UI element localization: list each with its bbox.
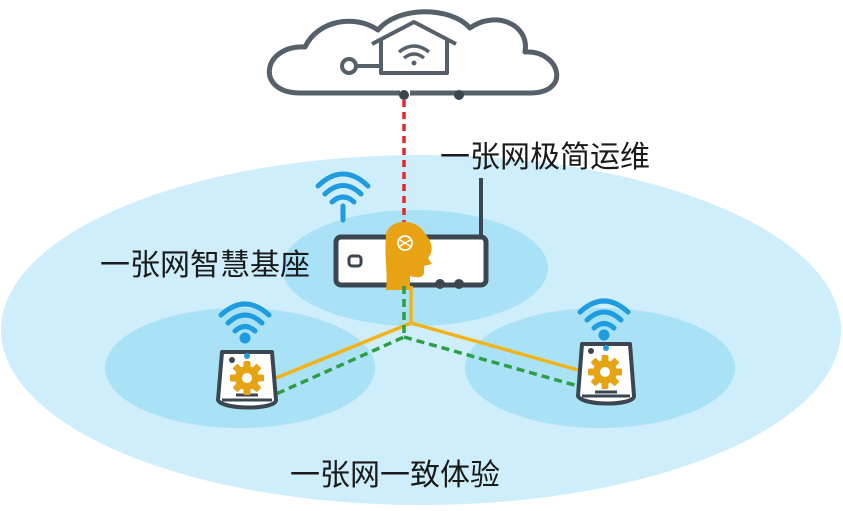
wifi-icon — [218, 301, 272, 344]
experience-label: 一张网一致体验 — [290, 458, 500, 493]
cloud-port-left — [399, 90, 409, 100]
base-label: 一张网智慧基座 — [100, 248, 310, 283]
links-green — [275, 286, 579, 396]
cloud-port-right — [454, 90, 464, 100]
home-wifi-icon — [340, 20, 457, 75]
ai-brain-icon — [385, 221, 432, 290]
gear-icon — [588, 355, 622, 389]
gear-icon — [230, 361, 264, 395]
links-yellow — [275, 286, 579, 380]
wifi-icon — [577, 298, 631, 341]
wifi-icon — [315, 171, 371, 223]
ops-label: 一张网极简运维 — [440, 140, 650, 175]
